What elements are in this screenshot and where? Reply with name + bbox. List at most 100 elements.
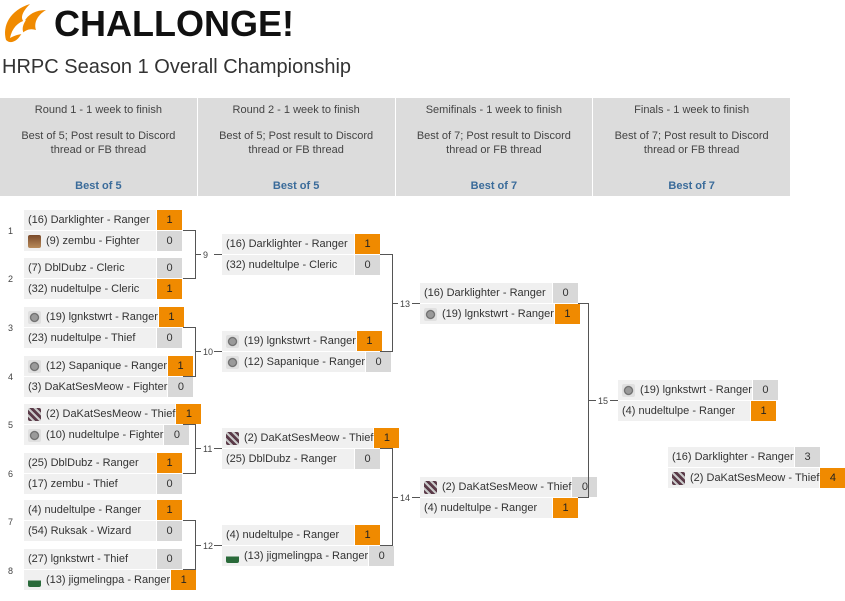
participant-slot[interactable]: (25) DblDubz - Ranger 0 bbox=[222, 449, 380, 469]
pixel-avatar-icon bbox=[226, 431, 239, 445]
participant-score: 0 bbox=[164, 425, 190, 445]
match-number: 8 bbox=[8, 566, 14, 576]
match-15-final[interactable]: (19) lgnkstwrt - Ranger 0 (4) nudeltulpe… bbox=[618, 380, 778, 422]
third-place-match[interactable]: (16) Darklighter - Ranger 3 (2) DaKatSes… bbox=[668, 447, 845, 489]
challonge-logo[interactable]: CHALLONGE! bbox=[0, 0, 294, 48]
participant-slot[interactable]: (16) Darklighter - Ranger 1 bbox=[222, 234, 380, 254]
participant-name: (32) nudeltulpe - Cleric bbox=[222, 255, 354, 275]
match-11[interactable]: (2) DaKatSesMeow - Thief 1 (25) DblDubz … bbox=[222, 428, 400, 470]
participant-slot[interactable]: (19) lgnkstwrt - Ranger 1 bbox=[222, 331, 382, 351]
participant-slot[interactable]: (7) DblDubz - Cleric 0 bbox=[24, 258, 182, 278]
participant-slot[interactable]: (16) Darklighter - Ranger 1 bbox=[24, 210, 182, 230]
participant-score: 1 bbox=[751, 401, 776, 421]
participant-slot[interactable]: (4) nudeltulpe - Ranger 1 bbox=[222, 525, 380, 545]
participant-score: 0 bbox=[157, 328, 182, 348]
participant-slot[interactable]: (9) zembu - Fighter 0 bbox=[24, 231, 182, 251]
participant-slot[interactable]: (2) DaKatSesMeow - Thief 4 bbox=[668, 468, 845, 488]
match-1[interactable]: (16) Darklighter - Ranger 1 (9) zembu - … bbox=[24, 210, 182, 252]
challonge-flame-icon bbox=[5, 4, 46, 43]
participant-score: 1 bbox=[171, 570, 197, 590]
round-title: Round 2 - 1 week to finish bbox=[232, 104, 360, 116]
participant-name: (25) DblDubz - Ranger bbox=[24, 453, 156, 473]
bracket-line bbox=[195, 327, 196, 377]
match-number: 11 bbox=[203, 444, 213, 454]
participant-slot[interactable]: (3) DaKatSesMeow - Fighter 0 bbox=[24, 377, 194, 397]
participant-slot[interactable]: (25) DblDubz - Ranger 1 bbox=[24, 453, 182, 473]
match-7[interactable]: (4) nudeltulpe - Ranger 1 (54) Ruksak - … bbox=[24, 500, 182, 542]
participant-name: (12) Sapanique - Ranger bbox=[24, 356, 168, 376]
bracket-line bbox=[195, 254, 201, 255]
participant-name: (2) DaKatSesMeow - Thief bbox=[24, 404, 176, 424]
match-number: 12 bbox=[203, 541, 214, 551]
participant-slot[interactable]: (17) zembu - Thief 0 bbox=[24, 474, 182, 494]
match-14[interactable]: (2) DaKatSesMeow - Thief 0 (4) nudeltulp… bbox=[420, 477, 598, 519]
participant-name: (19) lgnkstwrt - Ranger bbox=[222, 331, 356, 351]
match-8[interactable]: (27) lgnkstwrt - Thief 0 (13) jigmelingp… bbox=[24, 549, 197, 591]
round-best-of: Best of 5 bbox=[75, 180, 122, 192]
participant-slot[interactable]: (2) DaKatSesMeow - Thief 1 bbox=[24, 404, 202, 424]
participant-score: 1 bbox=[356, 331, 382, 351]
participant-slot[interactable]: (19) lgnkstwrt - Ranger 1 bbox=[420, 304, 580, 324]
round-best-of: Best of 7 bbox=[470, 180, 518, 192]
participant-name: (4) nudeltulpe - Ranger bbox=[618, 401, 750, 421]
participant-slot[interactable]: (12) Sapanique - Ranger 1 bbox=[24, 356, 194, 376]
participant-score: 0 bbox=[553, 283, 578, 303]
participant-name: (25) DblDubz - Ranger bbox=[222, 449, 354, 469]
participant-slot[interactable]: (4) nudeltulpe - Ranger 1 bbox=[618, 401, 776, 421]
participant-slot[interactable]: (13) jigmelingpa - Ranger 1 bbox=[24, 570, 197, 590]
match-4[interactable]: (12) Sapanique - Ranger 1 (3) DaKatSesMe… bbox=[24, 356, 194, 398]
participant-slot[interactable]: (2) DaKatSesMeow - Thief 1 bbox=[222, 428, 400, 448]
round-header-finals: Finals - 1 week to finish Best of 7; Pos… bbox=[593, 98, 790, 196]
match-13[interactable]: (16) Darklighter - Ranger 0 (19) lgnkstw… bbox=[420, 283, 580, 325]
participant-score: 0 bbox=[168, 377, 194, 397]
participant-slot[interactable]: (10) nudeltulpe - Fighter 0 bbox=[24, 425, 190, 445]
participant-slot[interactable]: (2) DaKatSesMeow - Thief 0 bbox=[420, 477, 598, 497]
round-header-semifinals: Semifinals - 1 week to finish Best of 7;… bbox=[395, 98, 593, 196]
participant-score: 1 bbox=[553, 498, 578, 518]
participant-name: (7) DblDubz - Cleric bbox=[24, 258, 156, 278]
match-number: 15 bbox=[598, 396, 609, 406]
participant-slot[interactable]: (4) nudeltulpe - Ranger 1 bbox=[24, 500, 182, 520]
bracket-line bbox=[578, 303, 588, 304]
match-12[interactable]: (4) nudeltulpe - Ranger 1 (13) jigmeling… bbox=[222, 525, 395, 567]
match-3[interactable]: (19) lgnkstwrt - Ranger 1 (23) nudeltulp… bbox=[24, 307, 184, 349]
match-number: 4 bbox=[8, 372, 14, 382]
participant-score: 4 bbox=[820, 468, 845, 488]
participant-score: 0 bbox=[157, 549, 182, 569]
participant-slot[interactable]: (19) lgnkstwrt - Ranger 1 bbox=[24, 307, 184, 327]
participant-score: 0 bbox=[355, 449, 380, 469]
participant-name: (2) DaKatSesMeow - Thief bbox=[420, 477, 572, 497]
participant-name: (19) lgnkstwrt - Ranger bbox=[24, 307, 158, 327]
match-6[interactable]: (25) DblDubz - Ranger 1 (17) zembu - Thi… bbox=[24, 453, 182, 495]
match-5[interactable]: (2) DaKatSesMeow - Thief 1 (10) nudeltul… bbox=[24, 404, 202, 446]
round-title: Semifinals - 1 week to finish bbox=[425, 104, 563, 116]
match-10[interactable]: (19) lgnkstwrt - Ranger 1 (12) Sapanique… bbox=[222, 331, 392, 373]
participant-slot[interactable]: (23) nudeltulpe - Thief 0 bbox=[24, 328, 182, 348]
match-2[interactable]: (7) DblDubz - Cleric 0 (32) nudeltulpe -… bbox=[24, 258, 182, 300]
participant-name: (19) lgnkstwrt - Ranger bbox=[420, 304, 554, 324]
participant-slot[interactable]: (32) nudeltulpe - Cleric 1 bbox=[24, 279, 182, 299]
participant-slot[interactable]: (19) lgnkstwrt - Ranger 0 bbox=[618, 380, 778, 400]
participant-slot[interactable]: (16) Darklighter - Ranger 3 bbox=[668, 447, 826, 467]
participant-name: (16) Darklighter - Ranger bbox=[420, 283, 552, 303]
participant-score: 0 bbox=[157, 474, 182, 494]
participant-slot[interactable]: (13) jigmelingpa - Ranger 0 bbox=[222, 546, 395, 566]
match-9[interactable]: (16) Darklighter - Ranger 1 (32) nudeltu… bbox=[222, 234, 380, 276]
participant-slot[interactable]: (12) Sapanique - Ranger 0 bbox=[222, 352, 392, 372]
round-best-of: Best of 5 bbox=[272, 180, 320, 192]
pixel-avatar-icon bbox=[28, 407, 41, 421]
participant-slot[interactable]: (32) nudeltulpe - Cleric 0 bbox=[222, 255, 380, 275]
participant-name: (19) lgnkstwrt - Ranger bbox=[618, 380, 752, 400]
participant-slot[interactable]: (27) lgnkstwrt - Thief 0 bbox=[24, 549, 182, 569]
participant-name: (12) Sapanique - Ranger bbox=[222, 352, 366, 372]
participant-slot[interactable]: (4) nudeltulpe - Ranger 1 bbox=[420, 498, 578, 518]
bracket-line bbox=[578, 497, 588, 498]
shield-avatar-icon bbox=[424, 307, 437, 321]
participant-slot[interactable]: (54) Ruksak - Wizard 0 bbox=[24, 521, 182, 541]
participant-name: (23) nudeltulpe - Thief bbox=[24, 328, 156, 348]
bracket-line bbox=[380, 448, 392, 449]
bracket-line bbox=[183, 569, 195, 570]
participant-score: 1 bbox=[157, 279, 182, 299]
bracket-line bbox=[392, 497, 398, 498]
participant-slot[interactable]: (16) Darklighter - Ranger 0 bbox=[420, 283, 578, 303]
